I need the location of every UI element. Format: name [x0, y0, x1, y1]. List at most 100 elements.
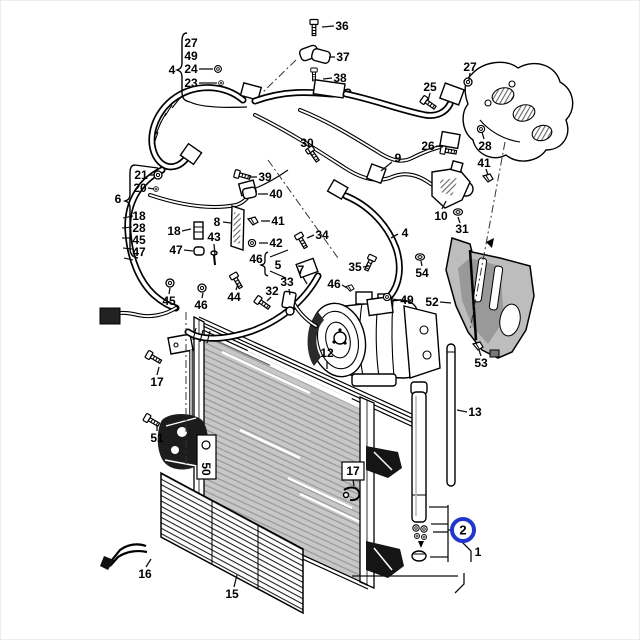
- svg-text:31: 31: [455, 222, 469, 236]
- part-label-15: 15: [225, 587, 239, 601]
- o-ring-45: [164, 277, 176, 289]
- svg-text:12: 12: [320, 346, 334, 360]
- leader-line: [441, 200, 447, 210]
- part-label-26: 26: [421, 139, 435, 153]
- part-label-10: 10: [434, 209, 448, 223]
- svg-text:28: 28: [132, 221, 146, 235]
- svg-text:10: 10: [434, 209, 448, 223]
- part-label-17: 17: [150, 375, 164, 389]
- leader-line: [481, 131, 485, 140]
- svg-text:15: 15: [225, 587, 239, 601]
- svg-text:49: 49: [400, 293, 414, 307]
- part-label-41: 41: [477, 156, 491, 170]
- part-label-28: 28: [478, 139, 492, 153]
- part-label-1: 1: [475, 545, 482, 559]
- screw-38: [310, 67, 318, 82]
- svg-text:24: 24: [184, 62, 198, 76]
- leader-line: [321, 25, 335, 28]
- part-label-47: 47: [169, 243, 183, 257]
- svg-text:51: 51: [150, 431, 164, 445]
- svg-text:1: 1: [475, 545, 482, 559]
- svg-text:32: 32: [265, 284, 279, 298]
- part-label-33: 33: [280, 275, 294, 289]
- part-label-50: 50: [196, 434, 217, 480]
- clip-46: [345, 284, 355, 292]
- leader-line: [233, 574, 238, 588]
- leader-line: [341, 284, 348, 289]
- svg-text:16: 16: [138, 567, 152, 581]
- part-label-18: 18: [167, 224, 181, 238]
- leader-line: [380, 161, 393, 172]
- svg-text:23: 23: [184, 76, 198, 90]
- part-label-51: 51: [150, 431, 164, 445]
- leader-line: [156, 366, 160, 376]
- valve-33: [281, 290, 297, 316]
- bracket-group-6: [122, 164, 139, 259]
- part-label-53: 53: [474, 356, 488, 370]
- part-label-20: 20: [133, 181, 147, 195]
- svg-text:53: 53: [474, 356, 488, 370]
- svg-text:25: 25: [423, 80, 437, 94]
- svg-text:45: 45: [162, 294, 176, 308]
- svg-text:6: 6: [115, 192, 122, 206]
- condenser-bracket: [167, 333, 194, 355]
- part-label-6: 6: [115, 192, 122, 206]
- svg-text:27: 27: [184, 36, 198, 50]
- svg-text:43: 43: [207, 230, 221, 244]
- part-label-27: 27: [463, 60, 477, 74]
- svg-text:36: 36: [335, 19, 349, 33]
- svg-text:5: 5: [275, 258, 282, 272]
- part-label-32: 32: [265, 284, 279, 298]
- bolt-34: [293, 231, 310, 251]
- bolt-35: [362, 253, 378, 273]
- clip-41b: [247, 216, 259, 226]
- refrigerant-hoses: [99, 79, 474, 344]
- o-ring-28: [476, 124, 486, 134]
- bolt-39: [232, 168, 252, 182]
- part-label-40: 40: [269, 187, 283, 201]
- leader-line: [485, 168, 489, 176]
- part-label-17: 17: [341, 461, 365, 481]
- part-label-46: 46: [249, 252, 263, 266]
- o-ring-49: [382, 292, 392, 302]
- svg-text:26: 26: [421, 139, 435, 153]
- svg-text:35: 35: [348, 260, 362, 274]
- bracket-group-4: [174, 32, 191, 103]
- svg-text:39: 39: [258, 170, 272, 184]
- leader-line: [391, 298, 400, 301]
- o-ring-27: [463, 77, 473, 87]
- part-label-21: 21: [134, 168, 148, 182]
- svg-text:33: 33: [280, 275, 294, 289]
- o-ring-46: [197, 283, 207, 293]
- ring-20: [153, 186, 159, 192]
- leader-line: [306, 234, 315, 239]
- svg-text:4: 4: [169, 63, 176, 77]
- svg-text:17: 17: [346, 464, 360, 478]
- hose-end-fitting: [99, 307, 121, 325]
- svg-text:52: 52: [425, 295, 439, 309]
- svg-text:30: 30: [300, 136, 314, 150]
- part-label-12: 12: [320, 346, 334, 360]
- svg-text:47: 47: [132, 245, 146, 259]
- o-ring-23: [218, 80, 224, 86]
- part-label-43: 43: [207, 230, 221, 244]
- leader-line: [307, 148, 314, 158]
- svg-text:40: 40: [269, 187, 283, 201]
- svg-text:37: 37: [336, 50, 350, 64]
- part-label-23: 23: [184, 76, 198, 90]
- part-label-34: 34: [315, 228, 329, 242]
- svg-text:49: 49: [184, 49, 198, 63]
- part-label-37: 37: [336, 50, 350, 64]
- center-lines: [185, 59, 506, 470]
- splash-shield: [445, 237, 535, 359]
- part-label-2: 2: [450, 517, 476, 543]
- part-label-30: 30: [300, 136, 314, 150]
- leader-line: [456, 409, 468, 413]
- leader-line: [435, 145, 444, 148]
- screw-43: [210, 250, 218, 266]
- bracket-part-1: [461, 541, 472, 562]
- arrow-marker: [418, 541, 424, 548]
